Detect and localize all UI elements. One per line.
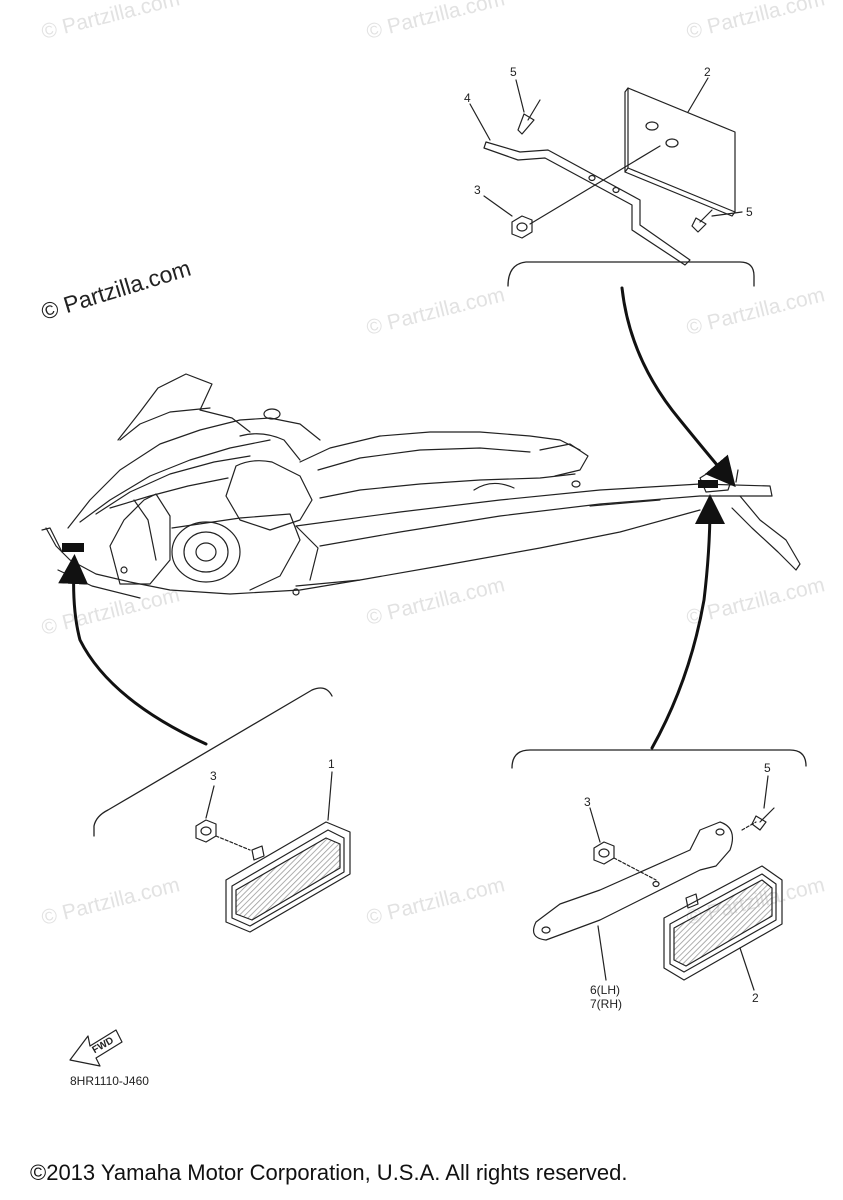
nut-3-top — [511, 215, 533, 239]
diagram-code: 8HR1110-J460 — [70, 1074, 149, 1088]
top-detail-group — [469, 77, 755, 287]
callout-right-3: 3 — [584, 795, 591, 809]
callout-left-1: 1 — [328, 757, 335, 771]
callout-top-5a: 5 — [510, 65, 517, 79]
callout-top-5b: 5 — [746, 205, 753, 219]
callout-left-3: 3 — [210, 769, 217, 783]
nut-3-right — [593, 841, 615, 865]
bracket-4 — [483, 141, 691, 266]
right-to-rear-arrow — [650, 494, 725, 750]
callout-right-7: 7(RH) — [590, 997, 622, 1011]
front-reflector-marker — [62, 543, 84, 552]
callout-right-6: 6(LH) — [590, 983, 620, 997]
reflector-2 — [663, 865, 783, 981]
license-plate — [627, 87, 736, 213]
top-to-rear-arrow — [620, 286, 736, 488]
bracket-6-7 — [533, 821, 733, 941]
callout-right-5: 5 — [764, 761, 771, 775]
right-detail-group — [511, 749, 807, 991]
snowmobile-illustration — [41, 373, 801, 599]
bolt-5a — [517, 99, 541, 135]
nut-3-left — [195, 819, 217, 843]
bolt-5-right — [751, 807, 775, 831]
callout-top-2: 2 — [704, 65, 711, 79]
left-to-front-arrow — [58, 554, 208, 746]
rear-reflector-marker — [698, 480, 718, 488]
fwd-arrow-icon — [69, 1029, 123, 1067]
callout-top-4: 4 — [464, 91, 471, 105]
bolt-5b — [691, 209, 713, 233]
left-detail-group — [93, 687, 351, 933]
callout-top-3: 3 — [474, 183, 481, 197]
copyright-notice: ©2013 Yamaha Motor Corporation, U.S.A. A… — [30, 1160, 628, 1185]
reflector-1 — [225, 821, 351, 933]
callout-right-2: 2 — [752, 991, 759, 1005]
